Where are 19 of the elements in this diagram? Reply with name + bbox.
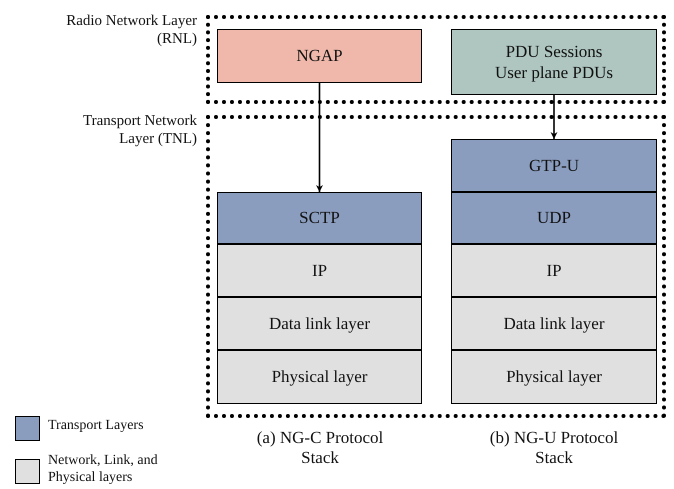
protocol-layer-box: Physical layer [217,350,422,404]
legend-label: Network, Link, and Physical layers [48,453,159,487]
protocol-layer-box: PDU Sessions User plane PDUs [451,29,657,95]
protocol-layer-box: GTP-U [451,139,657,192]
protocol-layer-box: Physical layer [451,350,657,404]
legend-label: Transport Layers [48,418,145,435]
protocol-layer-box: UDP [451,192,657,244]
stack-caption: (a) NG-C Protocol Stack [256,428,384,469]
layer-label: Transport Network Layer (TNL) [82,112,197,148]
stack-caption: (b) NG-U Protocol Stack [488,428,620,469]
protocol-layer-box: Data link layer [217,297,422,350]
arrow [550,95,558,139]
protocol-layer-box: Data link layer [451,297,657,350]
layer-label: Radio Network Layer (RNL) [65,12,197,48]
arrow [316,83,323,192]
protocol-layer-box: NGAP [217,29,422,83]
protocol-layer-box: IP [451,244,657,297]
protocol-layer-box: SCTP [217,192,422,244]
protocol-layer-box: IP [217,244,422,297]
